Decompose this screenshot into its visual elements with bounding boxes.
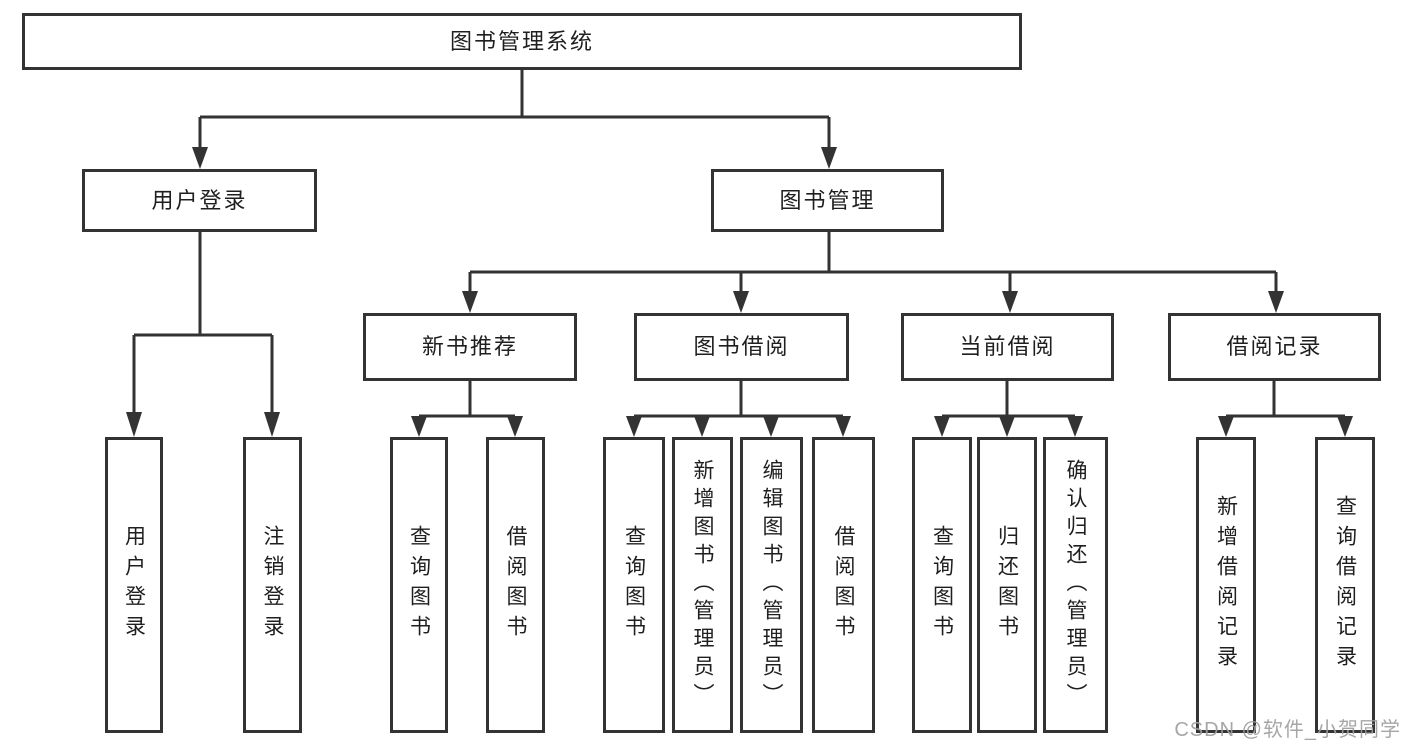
leaf-logout: 注销登录 bbox=[243, 437, 302, 733]
node-borrow-records: 借阅记录 bbox=[1168, 313, 1381, 381]
leaf-confirm-return-admin: 确认归还（管理员） bbox=[1043, 437, 1108, 733]
node-book-management: 图书管理 bbox=[711, 169, 944, 232]
leaf-edit-books-admin: 编辑图书（管理员） bbox=[740, 437, 803, 733]
leaf-user-login: 用户登录 bbox=[105, 437, 163, 733]
node-book-borrow: 图书借阅 bbox=[634, 313, 849, 381]
node-user-login: 用户登录 bbox=[82, 169, 317, 232]
leaf-add-borrow-record: 新增借阅记录 bbox=[1196, 437, 1256, 733]
node-new-book-recommend: 新书推荐 bbox=[363, 313, 577, 381]
leaf-query-borrow-record: 查询借阅记录 bbox=[1315, 437, 1375, 733]
leaf-query-books-borrow: 查询图书 bbox=[603, 437, 665, 733]
leaf-borrow-books-recommend: 借阅图书 bbox=[486, 437, 545, 733]
arrowheads bbox=[126, 147, 1353, 437]
node-library-management-system: 图书管理系统 bbox=[22, 13, 1022, 70]
leaf-borrow-books: 借阅图书 bbox=[812, 437, 875, 733]
node-current-borrow: 当前借阅 bbox=[901, 313, 1114, 381]
leaf-query-books-recommend: 查询图书 bbox=[390, 437, 448, 733]
csdn-watermark: CSDN @软件_小贺同学 bbox=[1174, 719, 1401, 741]
leaf-query-books-current: 查询图书 bbox=[912, 437, 972, 733]
leaf-add-books-admin: 新增图书（管理员） bbox=[672, 437, 733, 733]
leaf-return-books: 归还图书 bbox=[977, 437, 1037, 733]
